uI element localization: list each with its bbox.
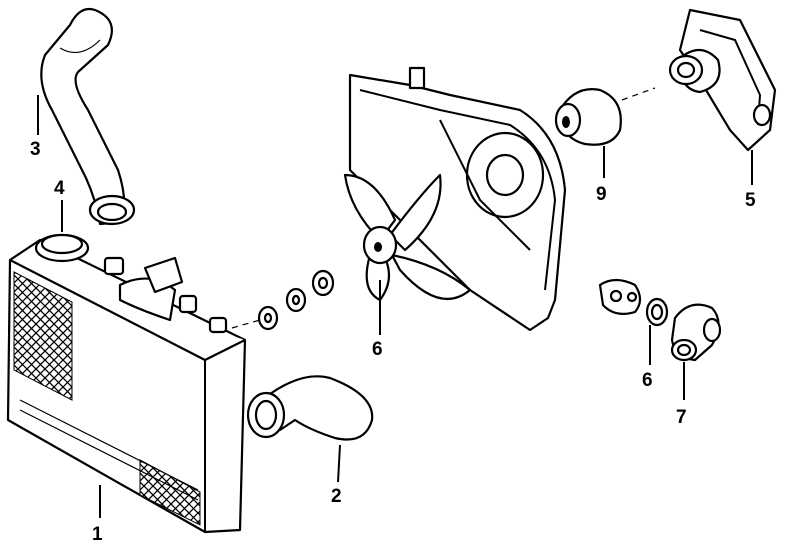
callout-6-gasket: 6 — [642, 370, 653, 391]
callout-2: 2 — [331, 486, 342, 507]
callout-9: 9 — [596, 184, 607, 205]
callout-3: 3 — [30, 139, 41, 160]
callout-5: 5 — [745, 190, 756, 211]
callout-labels: 1 2 3 4 5 6 6 7 9 — [30, 139, 756, 545]
thermostat-housing — [668, 8, 777, 152]
shroud-mount — [554, 87, 656, 146]
fan-shroud — [348, 66, 567, 332]
thermostat-gasket — [598, 278, 642, 315]
radiator — [6, 238, 247, 534]
callout-6-fan: 6 — [372, 339, 383, 360]
fan-blades — [343, 173, 472, 302]
callout-7: 7 — [676, 407, 687, 428]
radiator-cap — [34, 233, 90, 263]
fan-washers — [231, 269, 335, 331]
thermostat — [645, 297, 669, 327]
callout-4: 4 — [54, 178, 65, 199]
upper-hose — [40, 7, 136, 226]
water-outlet — [670, 303, 722, 362]
leader-lines — [37, 95, 753, 518]
callout-1: 1 — [92, 524, 103, 545]
lower-hose — [246, 375, 374, 441]
